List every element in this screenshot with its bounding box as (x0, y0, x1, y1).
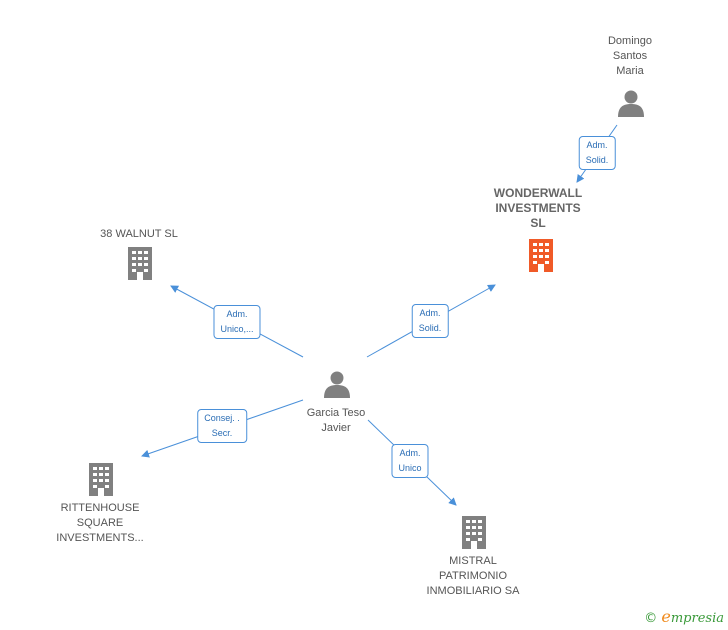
building-icon[interactable] (124, 246, 156, 280)
building-icon[interactable] (458, 515, 490, 549)
node-label-wonderwall: WONDERWALL INVESTMENTS SL (493, 186, 583, 230)
edge-label-garcia-rittenhouse[interactable]: Consej. . Secr. (197, 409, 247, 443)
building-icon[interactable] (85, 462, 117, 496)
brand-name: mpresia (670, 611, 724, 626)
person-icon[interactable] (323, 370, 351, 398)
node-label-garcia: Garcia Teso Javier (306, 407, 366, 434)
node-label-domingo: Domingo Santos Maria (607, 35, 653, 77)
node-label-rittenhouse: RITTENHOUSE SQUARE INVESTMENTS... (56, 502, 144, 544)
edge-label-garcia-mistral[interactable]: Adm. Unico (391, 444, 429, 478)
node-label-walnut: 38 WALNUT SL (100, 228, 178, 240)
copyright-icon: © (644, 611, 658, 626)
brand-initial: e (661, 607, 671, 626)
edge-label-domingo-wonderwall[interactable]: Adm. Solid. (578, 136, 616, 170)
edge-label-garcia-walnut[interactable]: Adm. Unico,... (213, 305, 261, 339)
node-label-mistral: MISTRAL PATRIMONIO INMOBILIARIO SA (426, 555, 520, 597)
edge-label-garcia-wonderwall[interactable]: Adm. Solid. (411, 304, 449, 338)
person-icon[interactable] (617, 89, 645, 117)
brand-logo: © empresia (644, 607, 724, 626)
building-icon-main[interactable] (525, 238, 557, 272)
